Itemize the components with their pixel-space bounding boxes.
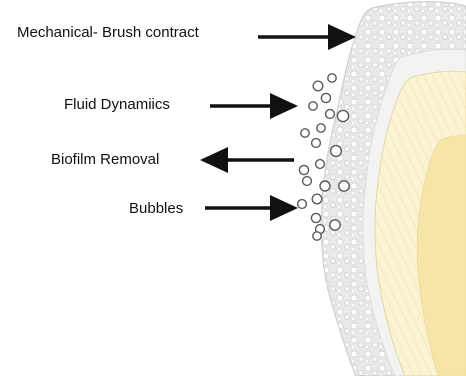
arrow-fluid — [210, 93, 298, 119]
bubble — [328, 74, 336, 82]
bubble — [317, 124, 325, 132]
bubble — [339, 181, 349, 191]
bubble — [303, 177, 312, 186]
bubble — [313, 81, 323, 91]
bubble — [316, 160, 325, 169]
label-bubbles: Bubbles — [129, 200, 183, 218]
label-mechanical-brush-contract: Mechanical- Brush contract — [17, 24, 199, 42]
bubble — [299, 165, 308, 174]
arrow-mechanical — [258, 24, 356, 50]
bubble — [331, 146, 342, 157]
bubble — [320, 181, 330, 191]
bubble — [326, 110, 335, 119]
bubble — [312, 194, 322, 204]
bubble — [321, 93, 330, 102]
bubble — [309, 102, 317, 110]
bubble — [301, 129, 309, 137]
bubble — [313, 232, 321, 240]
bubble — [311, 213, 320, 222]
bubble — [337, 110, 348, 121]
bubble — [298, 200, 307, 209]
bubble — [330, 220, 340, 230]
label-biofilm-removal: Biofilm Removal — [51, 151, 159, 169]
arrow-biofilm — [200, 147, 294, 173]
label-fluid-dynamics: Fluid Dynamiics — [64, 96, 170, 114]
bubble — [312, 139, 321, 148]
arrow-bubbles — [205, 195, 298, 221]
